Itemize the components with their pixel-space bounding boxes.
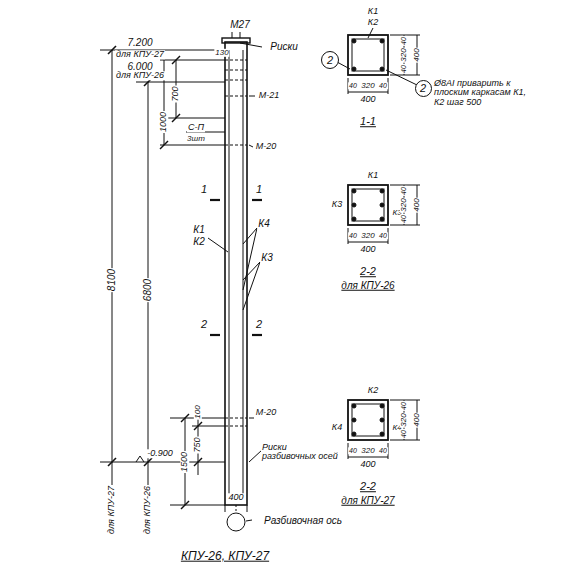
drawing-label: 2-2 (359, 266, 377, 278)
drawing-label: 8100 (107, 268, 118, 292)
drawing-label: для КПУ-27 (107, 485, 116, 535)
drawing-label: Риски (269, 42, 299, 53)
drawing-label: 40 (378, 82, 388, 89)
drawing-label: 7.200 (126, 38, 153, 49)
drawing-label: 320 (400, 47, 408, 62)
drawing-label: К4 (331, 423, 343, 432)
drawing-label: К2 (192, 237, 205, 248)
drawing-label: 40 (400, 429, 407, 439)
drawing-label: М27 (229, 20, 250, 31)
drawing-label: К2 (367, 18, 379, 27)
drawing-label: 40 (348, 232, 358, 239)
drawing-label: 400 (413, 412, 421, 427)
drawing-label: 320 (360, 232, 375, 240)
drawing-label: 40 (348, 82, 358, 89)
drawing-label: 400 (413, 197, 421, 212)
drawing-label: 400 (227, 493, 244, 502)
drawing-label: 6800 (143, 278, 154, 302)
drawing-label: К1 (192, 225, 205, 236)
drawing-label: К4 (257, 219, 270, 230)
drawing-label: 320 (360, 447, 375, 455)
drawing-label: 320 (360, 82, 375, 90)
drawing-label: 40 (400, 36, 407, 46)
drawing-label: для КПУ-26 (115, 71, 165, 80)
drawing-label: 320 (400, 412, 408, 427)
drawing-label: К3 (331, 200, 343, 209)
drawing-label: 2 (200, 319, 208, 331)
drawing-label: -0.900 (146, 449, 174, 458)
drawing-label: для КПУ-27 (115, 50, 165, 59)
drawing-label: 1 (255, 184, 263, 196)
drawing-label: 320 (400, 197, 408, 212)
drawing-label: М-20 (255, 408, 278, 417)
drawing-label: 1 (200, 184, 208, 196)
drawing-label: 40 (348, 447, 358, 454)
drawing-label: Разбивочная ось (263, 516, 343, 527)
drawing-label: 2-2 (359, 481, 377, 493)
drawing-label: 1-1 (359, 116, 377, 128)
callout-circle: 2 (415, 80, 432, 97)
callout-number: 2 (420, 83, 426, 94)
drawing-label: Риски разбивочных осей (261, 443, 341, 462)
drawing-label: 40 (400, 186, 407, 196)
drawing-label: М-21 (258, 91, 281, 100)
drawing-label: 130 (214, 49, 229, 57)
drawing-label: 750 (193, 436, 202, 453)
drawing-label: М-20 (255, 142, 278, 151)
drawing-label: 40 (400, 64, 407, 74)
drawing-label: К2 (367, 386, 379, 395)
drawing-label: 400 (359, 95, 376, 104)
drawing-label: 100 (194, 404, 202, 419)
drawing-label: 3шт (186, 135, 206, 143)
drawing-label: 40 (378, 232, 388, 239)
callout-circle: 2 (321, 51, 339, 69)
drawing-label: 1000 (159, 111, 168, 133)
drawing-label: 40 (378, 447, 388, 454)
drawing-label: 40 (400, 214, 407, 224)
drawing-label: 700 (171, 85, 180, 102)
drawing-label: для КПУ-27 (340, 496, 395, 507)
drawing-label: 400 (359, 460, 376, 469)
drawing-label: К1 (367, 7, 379, 16)
drawing-label: 400 (413, 47, 421, 62)
drawing-label: 2 (255, 319, 263, 331)
drawing-label: Ø8АI приварить к плоским каркасам К1, К2… (433, 79, 527, 107)
callout-number: 2 (327, 55, 333, 66)
drawing-label: для КПУ-26 (340, 281, 395, 292)
drawing-label: К3 (260, 253, 273, 264)
drawing-label: 40 (400, 401, 407, 411)
drawing-label: 400 (359, 245, 376, 254)
drawing-caption: КПУ-26, КПУ-27 (180, 550, 270, 563)
drawing-label: для КПУ-26 (143, 485, 152, 535)
drawing-label: С-П (187, 123, 205, 132)
drawing-label: К1 (367, 171, 379, 180)
drawing-label: 1500 (180, 451, 189, 473)
